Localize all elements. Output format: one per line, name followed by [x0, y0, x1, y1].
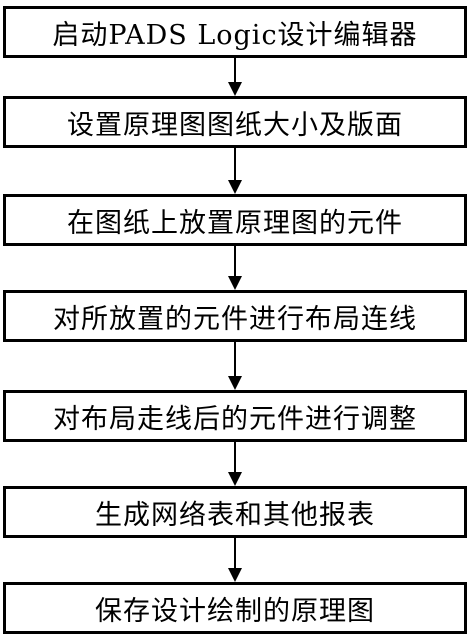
- step-2-label: 设置原理图图纸大小及版面: [67, 109, 403, 141]
- step-5-label: 对布局走线后的元件进行调整: [53, 403, 417, 435]
- step-2-box: 设置原理图图纸大小及版面: [3, 96, 467, 148]
- step-1-label: 启动PADS Logic设计编辑器: [52, 19, 418, 51]
- arrow-6-icon: [228, 538, 242, 582]
- step-7-box: 保存设计绘制的原理图: [3, 582, 467, 634]
- arrow-2-icon: [228, 148, 242, 194]
- step-3-box: 在图纸上放置原理图的元件: [3, 194, 467, 246]
- arrow-5-icon: [228, 442, 242, 486]
- step-3-label: 在图纸上放置原理图的元件: [67, 207, 403, 239]
- step-1-box: 启动PADS Logic设计编辑器: [3, 6, 467, 58]
- step-7-label: 保存设计绘制的原理图: [95, 595, 375, 627]
- step-4-label: 对所放置的元件进行布局连线: [53, 303, 417, 335]
- arrow-1-icon: [228, 58, 242, 96]
- step-4-box: 对所放置的元件进行布局连线: [3, 290, 467, 342]
- step-6-box: 生成网络表和其他报表: [3, 486, 467, 538]
- step-5-box: 对布局走线后的元件进行调整: [3, 390, 467, 442]
- arrow-3-icon: [228, 246, 242, 290]
- step-6-label: 生成网络表和其他报表: [95, 499, 375, 531]
- arrow-4-icon: [228, 342, 242, 390]
